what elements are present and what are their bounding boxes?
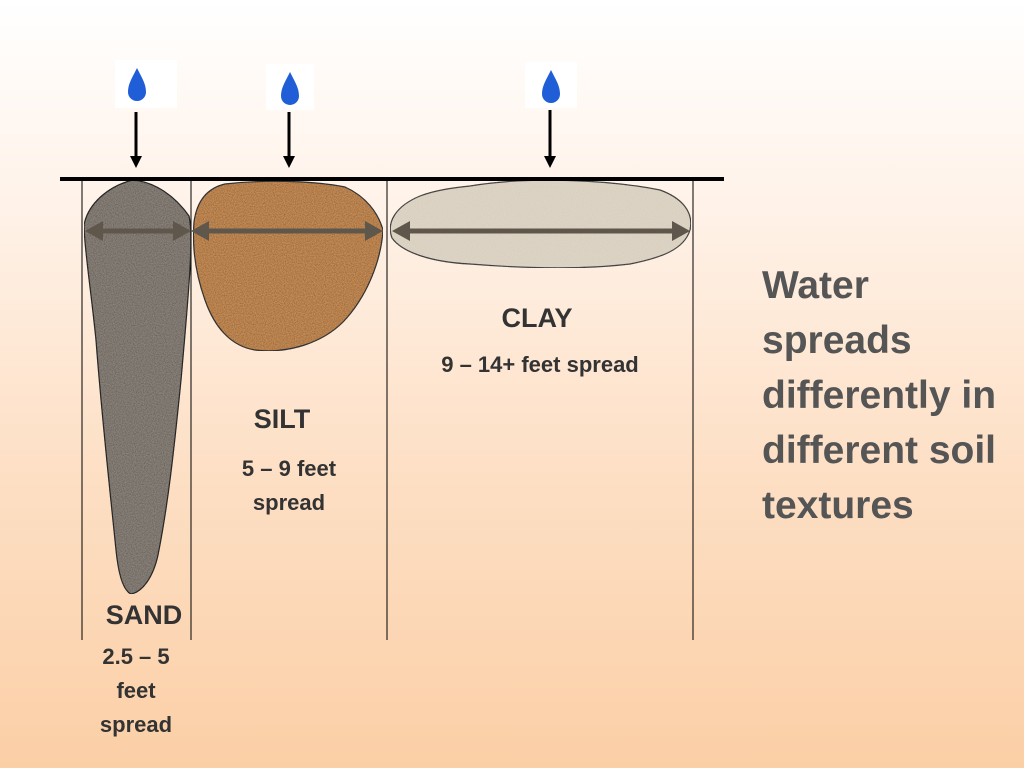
silt-label: SILT — [253, 404, 311, 434]
water-drop-icon — [128, 68, 146, 101]
description-text: Water spreads differently in different s… — [762, 264, 997, 527]
double-arrow-icon — [191, 221, 383, 241]
clay-label: CLAY — [501, 303, 573, 333]
down-arrow-icon — [283, 112, 295, 168]
down-arrow-icon — [544, 110, 556, 168]
drop-background — [115, 60, 177, 108]
silt-spread-text: 5 – 9 feet spread — [241, 456, 337, 515]
clay-spread-text: 9 – 14+ feet spread — [441, 352, 639, 377]
clay-water-blob — [389, 179, 692, 269]
water-drop-icon — [542, 70, 560, 103]
double-arrow-icon — [85, 221, 191, 241]
sand-spread-text: 2.5 – 5 feet spread — [99, 644, 173, 737]
water-drop-icon — [281, 72, 299, 105]
sand-label: SAND — [105, 600, 183, 630]
silt-water-blob — [192, 180, 384, 352]
down-arrow-icon — [130, 112, 142, 168]
sand-water-blob — [83, 179, 192, 595]
double-arrow-icon — [392, 221, 690, 241]
